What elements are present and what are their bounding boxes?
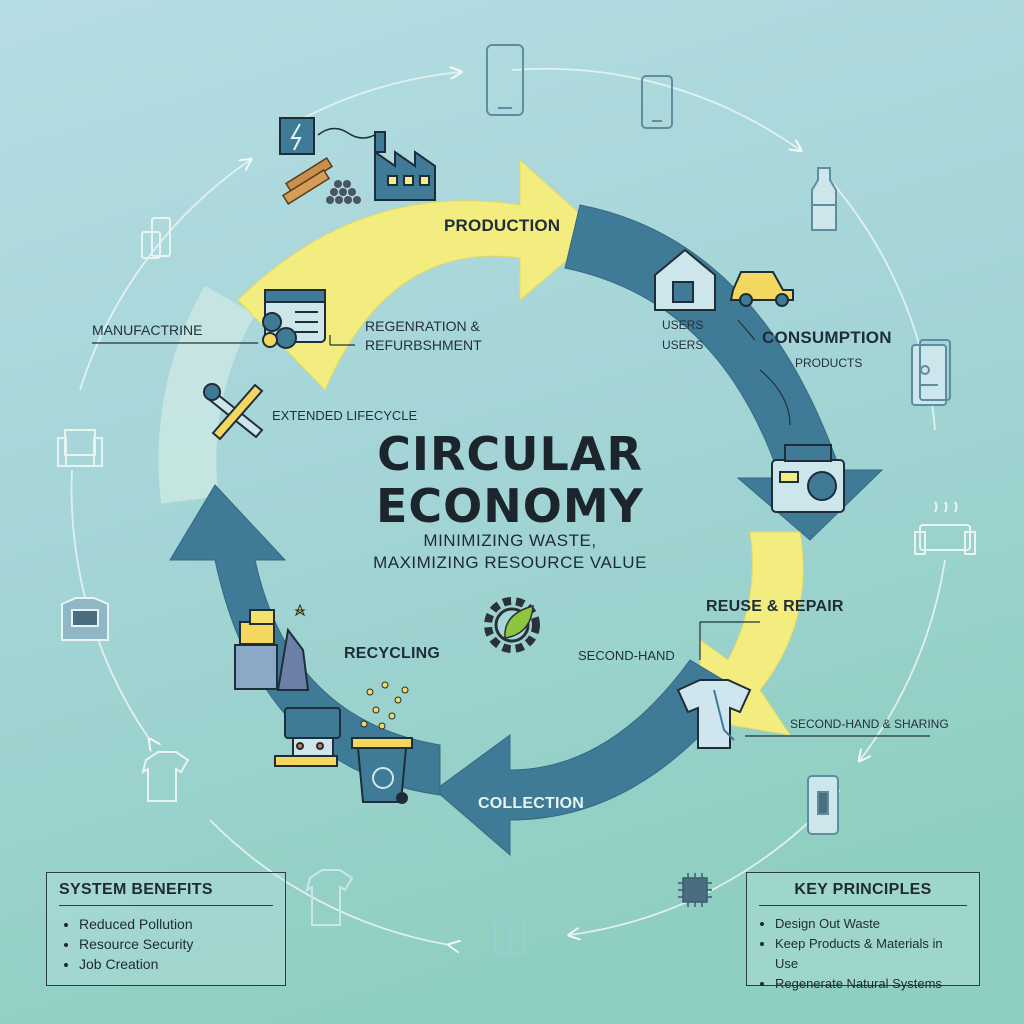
phone-icon [807, 775, 839, 835]
label-manufacturing: MANUFACTRINE [92, 322, 203, 338]
label-second-hand-sharing: SECOND-HAND & SHARING [790, 717, 949, 731]
particles-icon [360, 681, 409, 730]
label-refurbishment: REFURBSHMENT [365, 337, 482, 353]
pellets-icon [326, 180, 361, 204]
key-principles-list: Design Out Waste Keep Products & Materia… [759, 914, 967, 994]
bottle-icon [811, 167, 837, 231]
appliance-icon [771, 444, 845, 513]
calendar-gears-icon [262, 289, 326, 349]
list-item: Reduced Pollution [79, 914, 273, 934]
label-regeneration: REGENRATION & [365, 318, 480, 334]
label-extended-lifecycle: EXTENDED LIFECYCLE [272, 408, 418, 423]
pale-band [158, 285, 256, 504]
car-icon [729, 271, 794, 307]
key-principles-heading: KEY PRINCIPLES [759, 881, 967, 906]
system-benefits-heading: SYSTEM BENEFITS [59, 881, 273, 906]
sofa-icon [914, 501, 976, 555]
stage-reuse-repair: REUSE & REPAIR [706, 598, 844, 615]
tshirt-icon [676, 679, 752, 749]
smartphone-icon [486, 44, 524, 116]
book-icon [494, 917, 526, 955]
label-products: PRODUCTS [795, 356, 863, 370]
chip-icon [678, 873, 712, 907]
system-benefits-box: SYSTEM BENEFITS Reduced Pollution Resour… [46, 872, 286, 986]
subtitle-line-1: MINIMIZING WASTE, [423, 531, 597, 550]
scrap-pile-icon [234, 603, 310, 691]
cups-icon [141, 217, 171, 259]
key-principles-box: KEY PRINCIPLES Design Out Waste Keep Pro… [746, 872, 980, 991]
armchair-icon [57, 429, 103, 467]
diagram-title: CIRCULAR ECONOMY [300, 428, 720, 532]
stage-consumption: CONSUMPTION [762, 328, 892, 347]
diagram-subtitle: MINIMIZING WASTE, MAXIMIZING RESOURCE VA… [330, 530, 690, 574]
title-line-2: ECONOMY [376, 479, 644, 533]
subtitle-line-2: MAXIMIZING RESOURCE VALUE [373, 553, 647, 572]
wrench-icon [203, 383, 264, 441]
list-item: Resource Security [79, 934, 273, 954]
wood-logs-icon [281, 157, 334, 205]
title-line-1: CIRCULAR [377, 427, 643, 481]
list-item: Design Out Waste [775, 914, 967, 934]
label-users-1: USERS [662, 318, 704, 332]
list-item: Regenerate Natural Systems [775, 974, 967, 994]
recycle-bin-icon [351, 737, 413, 804]
list-item: Keep Products & Materials in Use [775, 934, 967, 974]
system-benefits-list: Reduced Pollution Resource Security Job … [59, 914, 273, 974]
label-second-hand: SECOND-HAND [578, 648, 675, 663]
shirt-icon [141, 751, 190, 802]
phone-icon [641, 75, 673, 129]
stage-production: PRODUCTION [444, 216, 561, 235]
tablet-icon [911, 339, 951, 406]
shirt-icon [305, 869, 354, 926]
list-item: Job Creation [79, 954, 273, 974]
gear-leaf-icon [484, 597, 540, 653]
melting-machine-icon [274, 707, 341, 767]
solar-panel-icon [279, 117, 379, 155]
house-icon [654, 248, 716, 311]
stage-recycling: RECYCLING [344, 645, 441, 662]
factory-icon [374, 131, 436, 201]
stage-collection: COLLECTION [478, 795, 584, 812]
tshirt-icon [61, 597, 109, 641]
label-users-2: USERS [662, 338, 704, 352]
